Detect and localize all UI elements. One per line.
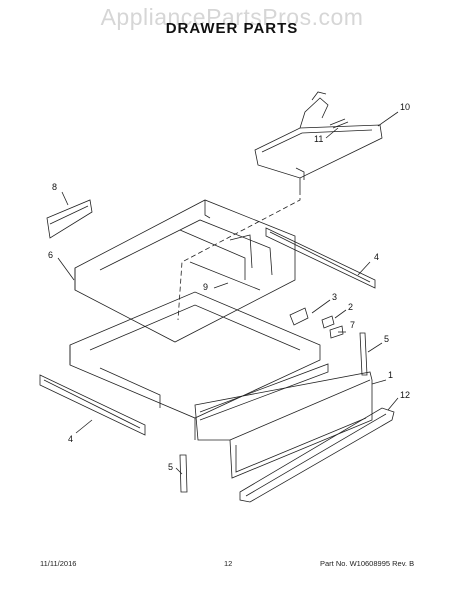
callout-12: 12 — [400, 390, 410, 400]
callout-8: 8 — [52, 182, 57, 192]
part-7-clip — [329, 325, 344, 339]
part-3-clip — [289, 307, 309, 326]
page-title: DRAWER PARTS — [165, 20, 299, 37]
callout-11: 11 — [314, 134, 323, 144]
callout-3: 3 — [332, 292, 337, 302]
part-4-slide-rail-left — [39, 374, 146, 436]
alignment-line — [177, 190, 301, 321]
callout-6: 6 — [48, 250, 53, 260]
callout-5-right: 5 — [384, 334, 389, 344]
callout-leaders — [57, 111, 399, 475]
callout-4-left: 4 — [68, 434, 73, 444]
part-8-bracket — [46, 199, 93, 239]
drawer-body — [69, 291, 321, 440]
part-9-marker — [213, 282, 229, 289]
part-10-support-bracket — [254, 91, 383, 190]
part-4-slide-rail-right — [265, 227, 376, 289]
callout-5-left: 5 — [168, 462, 173, 472]
footer-date: 11/11/2016 — [40, 559, 77, 568]
callout-7: 7 — [350, 320, 355, 330]
part-5-side-bracket-right — [359, 332, 368, 376]
part-2-clip — [321, 315, 335, 329]
footer-page-number: 12 — [224, 559, 233, 568]
callout-10: 10 — [400, 102, 410, 112]
callout-1: 1 — [388, 370, 393, 380]
part-1-drawer-front — [194, 363, 373, 479]
watermark: AppliancePartsPros.com — [100, 4, 364, 30]
footer-part-number: Part No. W10608995 Rev. B — [320, 559, 415, 568]
part-11-pin — [329, 118, 349, 129]
part-12-handle — [239, 407, 395, 503]
part-5-side-bracket-left — [179, 454, 188, 493]
callout-2: 2 — [348, 302, 353, 312]
part-6-drawer-frame — [74, 199, 296, 343]
callout-4-right: 4 — [374, 252, 379, 262]
callout-9: 9 — [203, 282, 208, 292]
